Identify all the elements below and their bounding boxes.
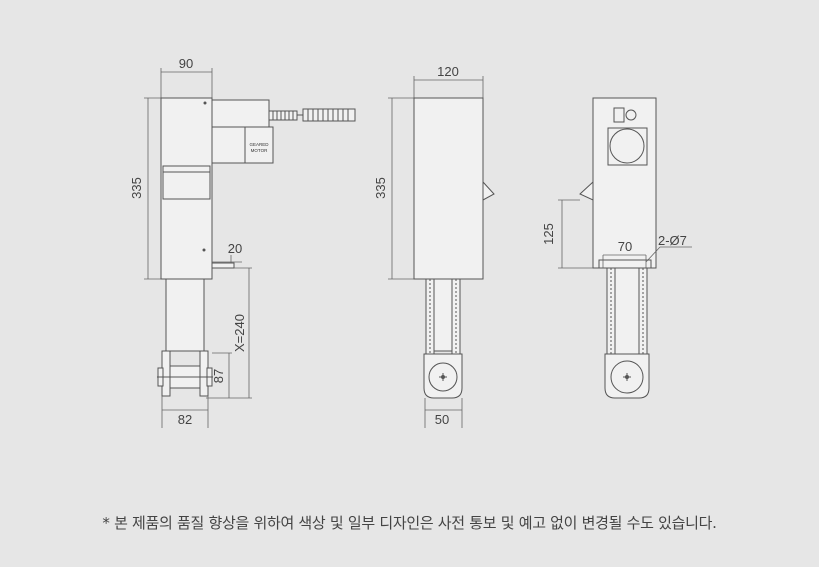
rear-motor xyxy=(609,128,645,164)
front-wheel-height-dim: 87 xyxy=(211,369,226,383)
motor-label-2: MOTOR xyxy=(251,148,268,153)
front-width-dim: 90 xyxy=(179,56,193,71)
rear-bracket xyxy=(579,180,594,201)
front-rod xyxy=(165,278,205,352)
front-offset-dim: 20 xyxy=(228,241,242,256)
rear-indicator xyxy=(625,109,637,121)
side-body xyxy=(413,97,484,280)
rear-body xyxy=(592,97,657,269)
front-stroke-dim: X=240 xyxy=(232,314,247,352)
front-window xyxy=(162,165,211,200)
disclaimer-note: * 본 제품의 품질 향상을 위하여 색상 및 일부 디자인은 사전 통보 및 … xyxy=(102,514,717,532)
front-height-dim: 335 xyxy=(129,177,144,199)
rear-switch xyxy=(613,107,625,123)
side-wheel-width-dim: 50 xyxy=(435,412,449,427)
side-width-dim: 120 xyxy=(437,64,459,79)
front-view: 90 335 GEARED MOTOR xyxy=(129,56,356,428)
rear-view: 125 70 2-Ø7 xyxy=(541,97,692,399)
side-view: 120 335 50 xyxy=(373,64,495,428)
motor-mount xyxy=(211,126,246,164)
rear-hole-spacing-dim: 70 xyxy=(618,239,632,254)
front-wheel-assembly xyxy=(157,350,213,397)
rear-mount-height-dim: 125 xyxy=(541,223,556,245)
threaded-shaft xyxy=(268,108,356,122)
motor-housing xyxy=(211,99,270,128)
side-bracket xyxy=(482,180,495,201)
rear-holes-dim: 2-Ø7 xyxy=(658,233,687,248)
front-wheel-width-dim: 82 xyxy=(178,412,192,427)
side-height-dim: 335 xyxy=(373,177,388,199)
motor-label-1: GEARED xyxy=(249,142,269,147)
geared-motor xyxy=(244,126,274,164)
